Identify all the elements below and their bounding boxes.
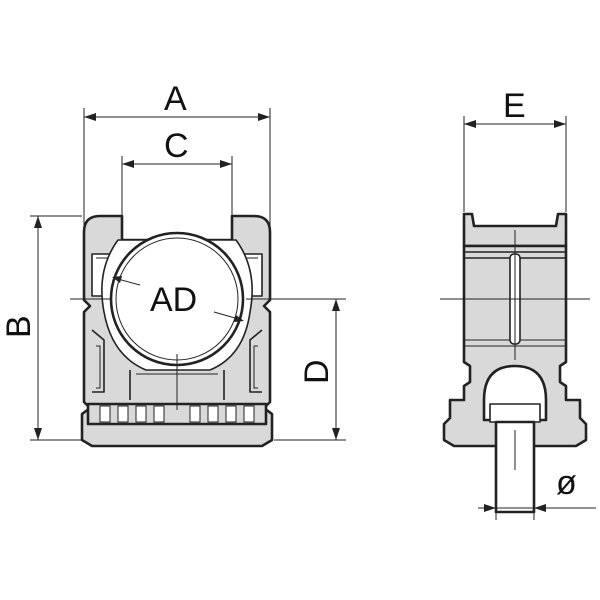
side-dimensions: E ø <box>463 87 596 520</box>
dim-a-label: A <box>164 80 187 118</box>
side-view <box>440 212 590 514</box>
dim-diameter-label: ø <box>556 464 577 502</box>
ad-label: AD <box>150 281 197 319</box>
dim-b-label: B <box>0 315 38 338</box>
base-ribs <box>99 405 255 423</box>
dim-c-label: C <box>164 127 189 165</box>
dim-d-label: D <box>298 359 336 384</box>
front-view: AD <box>70 214 290 448</box>
base-plate <box>86 402 268 426</box>
front-dimensions: A C B D <box>0 80 346 441</box>
dim-e-label: E <box>503 87 526 125</box>
